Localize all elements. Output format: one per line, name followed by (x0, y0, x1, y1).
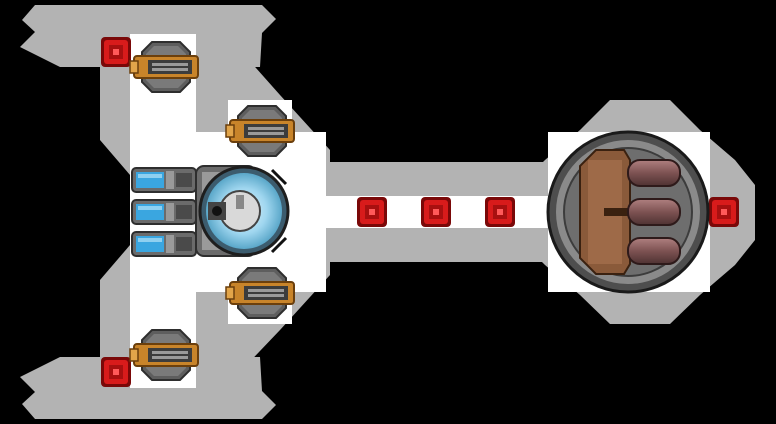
capsule-2[interactable] (131, 199, 197, 225)
hatch-corridor-2[interactable] (421, 197, 451, 227)
capsule-1[interactable] (131, 167, 197, 193)
capsule-stack (131, 167, 197, 257)
hatch-corridor-3[interactable] (485, 197, 515, 227)
cargo-pod-icon[interactable] (546, 130, 710, 294)
hatch-top-left[interactable] (101, 37, 131, 67)
reactor-core-icon[interactable] (195, 165, 290, 257)
hatch-rear[interactable] (709, 197, 739, 227)
capsule-3[interactable] (131, 231, 197, 257)
hatch-bottom-left[interactable] (101, 357, 131, 387)
hatch-corridor-1[interactable] (357, 197, 387, 227)
